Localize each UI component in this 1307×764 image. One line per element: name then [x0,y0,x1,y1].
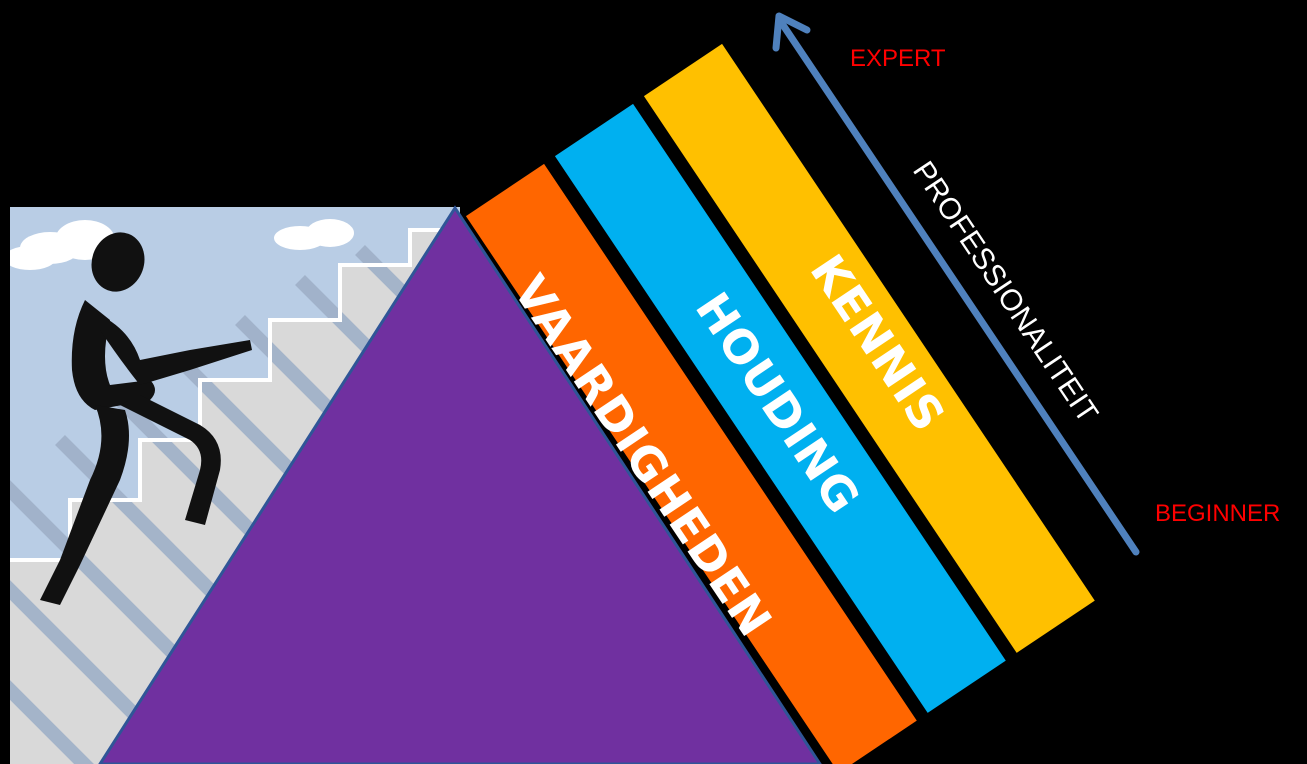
level-bottom-label: BEGINNER [1155,500,1280,527]
arrow-head-icon [772,12,811,52]
band-kennis [643,43,1095,653]
professionaliteit-arrow [772,12,1140,556]
foundation-triangle [98,205,822,764]
band-vaardigheden [465,163,917,764]
level-top-label: EXPERT [850,45,946,72]
band-houding [554,103,1006,713]
climber-figure [40,232,252,605]
